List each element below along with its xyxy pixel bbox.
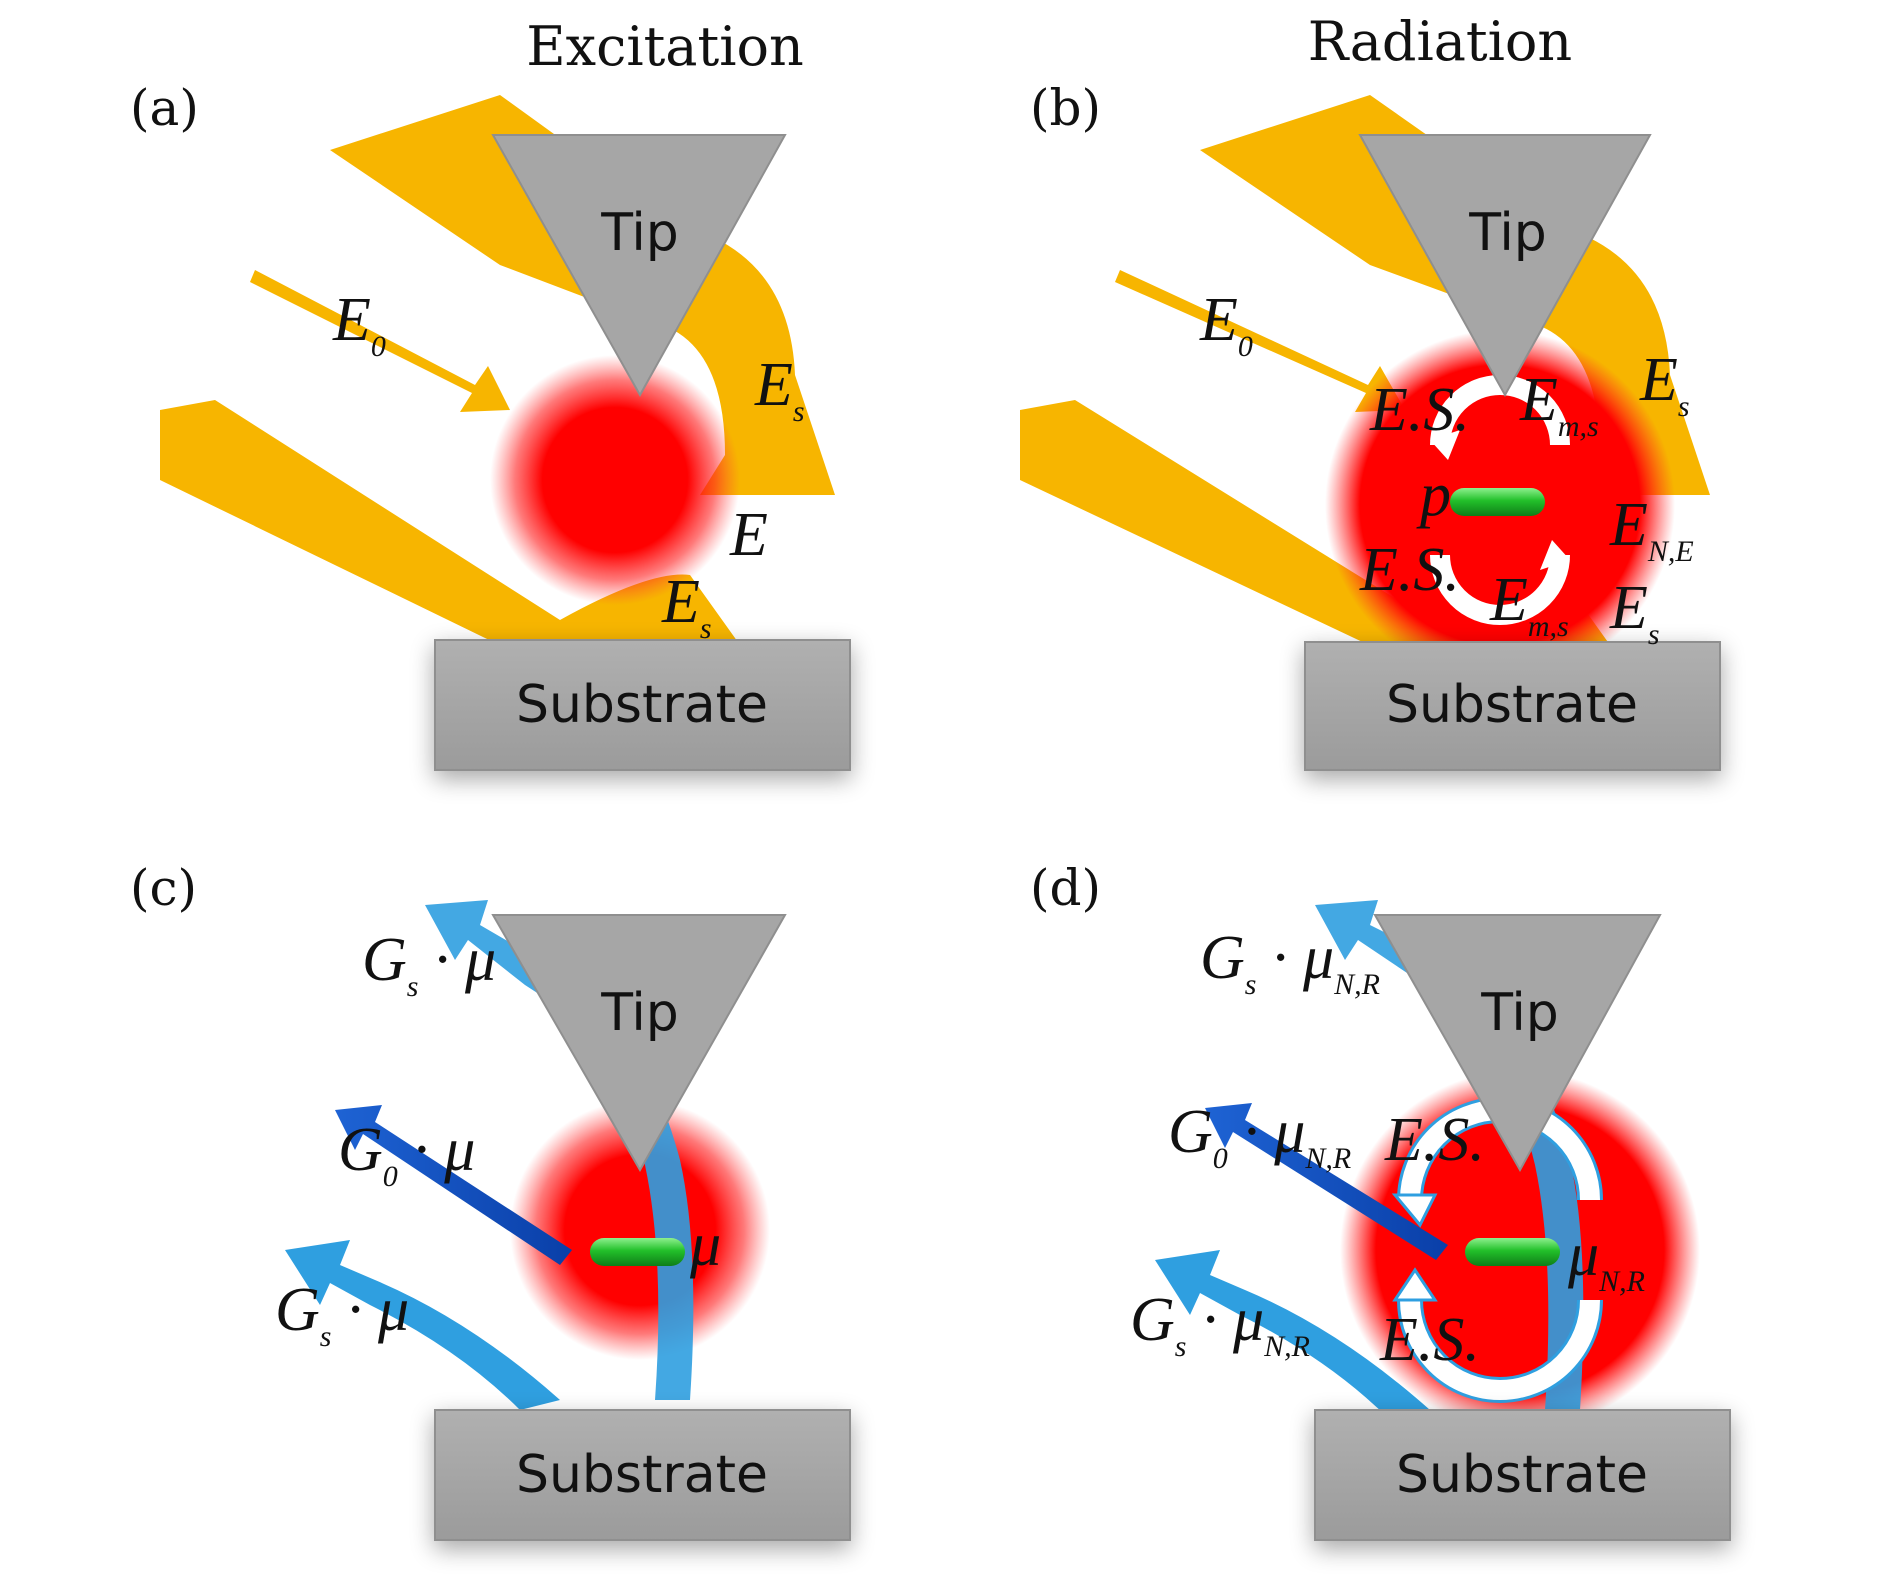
substrate: [434, 1409, 851, 1541]
gs-lower-label: Gs · μN,R: [1130, 1286, 1310, 1363]
es-bottom-left-label: E.S.: [1359, 536, 1460, 604]
incident-arrow: [250, 270, 510, 412]
panel-c-label: (c): [130, 859, 197, 917]
panel-a: (a) Tip Substrate E0 Es E Es: [130, 79, 851, 771]
g0-arrow: [335, 1105, 572, 1265]
es-upper-label: Es: [1639, 346, 1690, 423]
tip-label: Tip: [600, 983, 679, 1043]
tip-label: Tip: [600, 203, 679, 263]
es-upper-label: E.S.: [1384, 1106, 1485, 1174]
tip: [1358, 134, 1652, 398]
gs-lower-label: Gs · μ: [275, 1276, 409, 1353]
substrate: [1314, 1409, 1731, 1541]
mu-label: μ: [689, 1211, 721, 1279]
lower-circulation-arrow: [1430, 554, 1570, 625]
molecule: [1450, 488, 1545, 516]
ems-lower-label: Em,s: [1489, 566, 1569, 643]
e0-label: E0: [1199, 286, 1253, 363]
e0-label: E0: [332, 286, 386, 363]
excitation-header: Excitation: [526, 15, 804, 78]
hotspot: [510, 1100, 770, 1360]
lower-beam: [1020, 400, 1610, 655]
upper-arrowhead: [1430, 430, 1460, 460]
tip: [491, 914, 787, 1173]
panel-b: (b) Tip Substrate E0 E.S. Em,s Es p EN,E…: [1020, 79, 1721, 771]
ene-label: EN,E: [1609, 491, 1694, 568]
es-upper-label: Es: [754, 351, 805, 428]
substrate: [434, 639, 851, 771]
panel-b-label: (b): [1030, 79, 1101, 137]
ems-upper-label: Em,s: [1519, 366, 1599, 443]
p-label: p: [1416, 461, 1451, 529]
lower-arrowhead: [1540, 540, 1570, 570]
panel-d: (d) Tip Substrate Gs · μN,R G0 · μN,R Gs…: [1030, 859, 1731, 1541]
es-lower-label: Es: [661, 568, 712, 645]
gs-upper-label: Gs · μ: [362, 926, 496, 1003]
gs-upper-label: Gs · μN,R: [1200, 924, 1380, 1001]
substrate-label: Substrate: [1396, 1445, 1648, 1505]
lower-circulation-arrow: [1400, 1299, 1600, 1400]
molecule: [1465, 1238, 1560, 1266]
upper-arrowhead: [1391, 1193, 1438, 1228]
mu-label: μN,R: [1567, 1221, 1645, 1298]
lower-beam: [160, 400, 740, 655]
g0-label: G0 · μ: [338, 1116, 475, 1193]
lower-blue-arrow: [285, 1240, 560, 1410]
g0-label: G0 · μN,R: [1168, 1098, 1351, 1175]
es-top-left-label: E.S.: [1369, 376, 1470, 444]
molecule: [590, 1238, 685, 1266]
panel-d-label: (d): [1030, 859, 1101, 917]
substrate-label: Substrate: [516, 675, 768, 735]
tip: [1373, 914, 1662, 1173]
radiation-header: Radiation: [1308, 10, 1572, 73]
lower-blue-arrow: [1155, 1250, 1430, 1420]
e-field-label: E: [729, 501, 768, 569]
tip-label: Tip: [1468, 203, 1547, 263]
es-lower-label: Es: [1609, 574, 1660, 651]
substrate-label: Substrate: [1386, 675, 1638, 735]
lower-arrowhead: [1392, 1267, 1438, 1302]
substrate: [1304, 641, 1721, 771]
tip-label: Tip: [1480, 983, 1559, 1043]
incident-arrow: [1115, 270, 1405, 412]
hotspot: [490, 355, 740, 605]
es-lower-label: E.S.: [1379, 1306, 1480, 1374]
substrate-label: Substrate: [516, 1445, 768, 1505]
panel-a-label: (a): [130, 79, 199, 137]
tip: [491, 134, 787, 398]
g0-arrow: [1205, 1103, 1448, 1260]
panel-c: (c) Tip Substrate Gs · μ G0 · μ Gs · μ μ: [130, 859, 851, 1541]
